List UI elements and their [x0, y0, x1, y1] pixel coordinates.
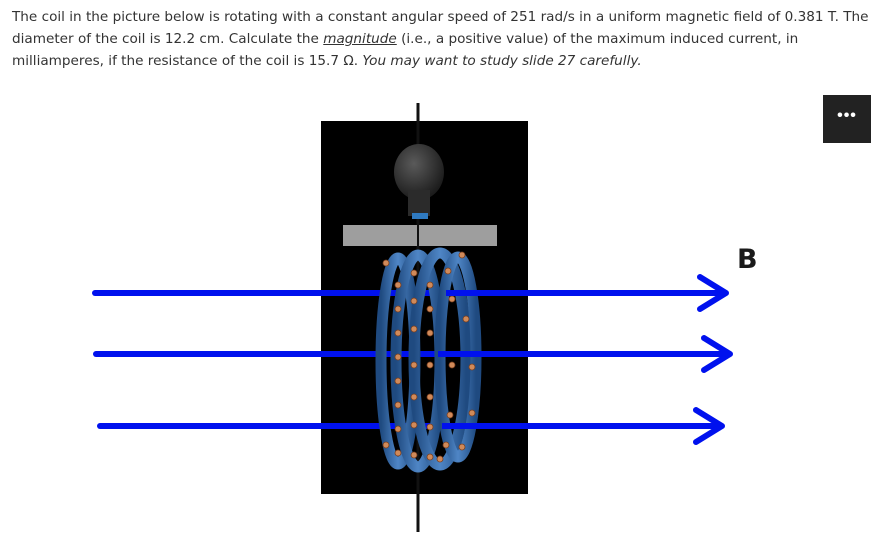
- coil-loop-3: [408, 247, 472, 471]
- rotating-coil-figure: B: [92, 103, 758, 532]
- more-options-button[interactable]: •••: [823, 95, 871, 143]
- question-emphasis: magnitude: [323, 31, 397, 47]
- charge-dots: [382, 251, 476, 463]
- light-bulb: [394, 144, 444, 219]
- question-hint: You may want to study slide 27 carefully…: [362, 53, 642, 69]
- question-text: The coil in the picture below is rotatin…: [12, 6, 872, 72]
- question-part-1: The coil in the picture below is rotatin…: [12, 9, 869, 47]
- rotating-coil: [375, 247, 482, 473]
- field-arrowhead-1: [697, 274, 729, 312]
- field-arrowhead-3: [693, 407, 725, 445]
- field-arrowhead-2: [701, 335, 733, 373]
- coil-bracket: [343, 225, 497, 246]
- more-horizontal-icon: •••: [837, 107, 857, 124]
- question-part-2: (i.e., a positive value) of the maximum …: [12, 31, 799, 69]
- field-label: B: [737, 244, 758, 275]
